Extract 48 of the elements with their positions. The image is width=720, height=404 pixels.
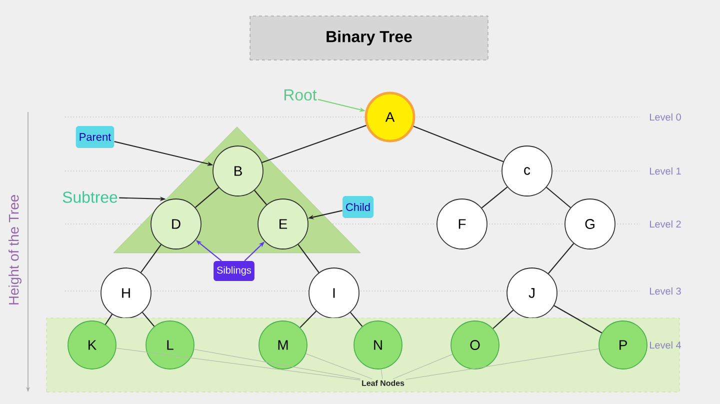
- callout-box: Child: [342, 196, 374, 218]
- tree-edge: [350, 312, 363, 327]
- leader-line: [392, 354, 453, 380]
- axis-label: Height of the Tree: [8, 195, 22, 304]
- tree-edge: [554, 305, 602, 334]
- tree-edge: [298, 244, 320, 273]
- level-label: Level 2: [650, 220, 681, 228]
- tree-edge: [492, 310, 514, 329]
- leaf-node: M: [258, 320, 308, 370]
- callout-text: Subtree: [62, 191, 118, 203]
- tree-edge: [142, 312, 155, 327]
- tree-node: A: [364, 92, 416, 142]
- level-label: Level 0: [650, 113, 681, 121]
- tree-node: G: [564, 198, 616, 250]
- tree-node: D: [150, 198, 202, 250]
- tree-edge: [481, 186, 508, 208]
- tree-edge: [300, 310, 317, 328]
- tree-edge: [254, 190, 267, 205]
- level-label: Level 1: [650, 167, 681, 175]
- tree-node: B: [212, 146, 264, 196]
- callout-text: Root: [284, 89, 317, 101]
- tree-node: E: [258, 198, 308, 250]
- callout-box: Parent: [76, 126, 114, 148]
- leader-line: [116, 348, 361, 380]
- leaf-node: N: [354, 320, 402, 370]
- leader-line: [306, 353, 372, 380]
- title-box: Binary Tree: [250, 16, 488, 60]
- tree-edge: [548, 243, 574, 274]
- callout-box: Siblings: [214, 261, 254, 281]
- level-label: Level 3: [650, 287, 681, 295]
- tree-edge: [546, 186, 571, 208]
- tree-node: c: [502, 146, 552, 196]
- tree-edge: [413, 126, 504, 162]
- leaf-node: O: [450, 320, 500, 370]
- leader-line: [380, 368, 383, 380]
- leaf-node: K: [68, 320, 116, 370]
- tree-node: I: [308, 268, 360, 318]
- tree-edge: [140, 244, 162, 273]
- leader-line: [194, 349, 361, 380]
- leaf-node: P: [598, 320, 648, 370]
- tree-node: H: [100, 268, 152, 318]
- tree-node: F: [436, 198, 488, 250]
- leader-line: [405, 348, 600, 380]
- tree-edge: [262, 124, 366, 163]
- leaf-node: L: [146, 320, 194, 370]
- tree-edge: [195, 187, 220, 208]
- tree-edge: [104, 314, 113, 325]
- tree-node: J: [506, 268, 558, 318]
